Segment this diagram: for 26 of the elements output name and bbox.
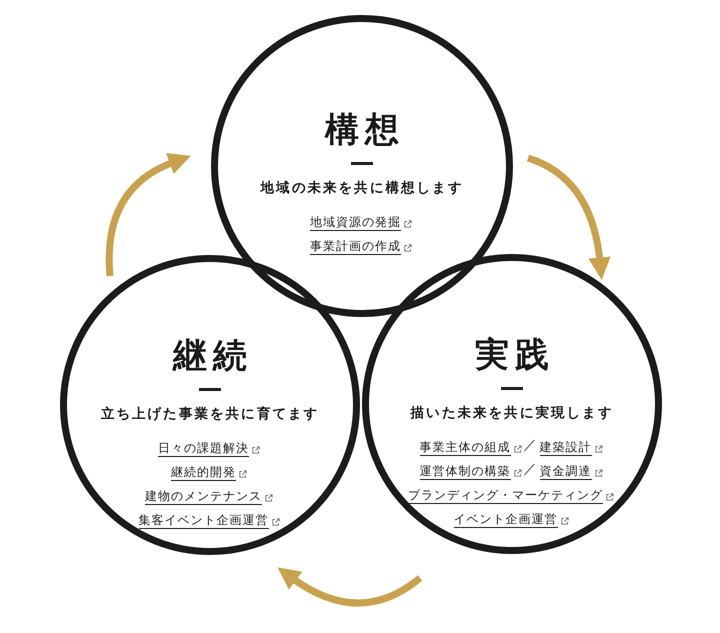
circle xyxy=(211,15,513,317)
circle-title: 継続 xyxy=(173,336,253,376)
circle xyxy=(60,255,360,555)
subtitle: 描いた未来を共に実現します xyxy=(410,404,614,422)
link: イベント企画運営 xyxy=(454,511,558,528)
link: 資金調達 xyxy=(540,463,592,480)
link: 継続的開発 xyxy=(171,464,236,481)
link: 建築設計 xyxy=(540,439,592,456)
circle-title: 実践 xyxy=(475,335,555,375)
link: 集客イベント企画運営 xyxy=(138,512,268,529)
link: 運営体制の構築 xyxy=(420,463,510,480)
separator: ／ xyxy=(524,462,536,478)
curved-arrow xyxy=(106,153,191,276)
link: 地域資源の発掘 xyxy=(310,214,401,231)
subtitle: 立ち上げた事業を共に育てます xyxy=(100,405,320,423)
separator: ／ xyxy=(524,438,536,454)
circle xyxy=(362,254,662,554)
curved-arrow xyxy=(277,568,422,606)
link: 建物のメンテナンス xyxy=(145,488,262,505)
link: 事業主体の組成 xyxy=(420,439,510,456)
circle-title: 構想 xyxy=(325,110,405,150)
link: 事業計画の作成 xyxy=(310,238,401,255)
curved-arrow xyxy=(526,154,611,280)
link: ブランディング・マーケティング xyxy=(408,487,603,504)
subtitle: 地域の未来を共に構想します xyxy=(260,179,464,197)
link: 日々の課題解決 xyxy=(158,440,249,457)
